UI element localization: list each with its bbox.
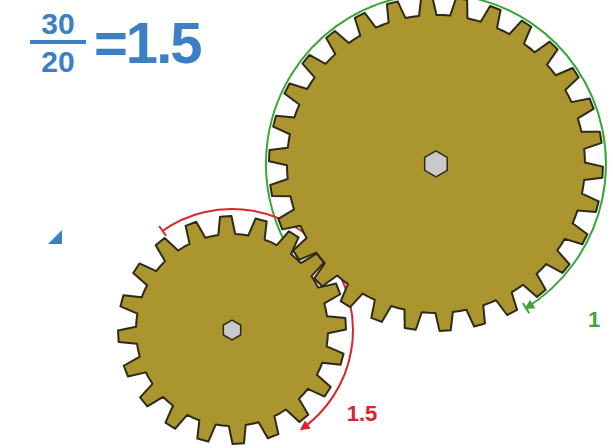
denominator: 20 bbox=[41, 47, 74, 77]
corner-triangle bbox=[48, 230, 62, 244]
small-gear bbox=[118, 216, 346, 444]
hex-axle bbox=[425, 151, 448, 177]
fraction-bar bbox=[30, 40, 86, 44]
start-tick bbox=[523, 303, 529, 313]
numerator: 30 bbox=[41, 9, 74, 39]
large-gear bbox=[269, 0, 603, 331]
ratio-value: =1.5 bbox=[94, 14, 201, 72]
turn-count: 1.5 bbox=[347, 403, 378, 425]
turn-count: 1 bbox=[588, 309, 600, 331]
start-tick bbox=[159, 226, 166, 236]
hex-axle bbox=[223, 320, 240, 340]
